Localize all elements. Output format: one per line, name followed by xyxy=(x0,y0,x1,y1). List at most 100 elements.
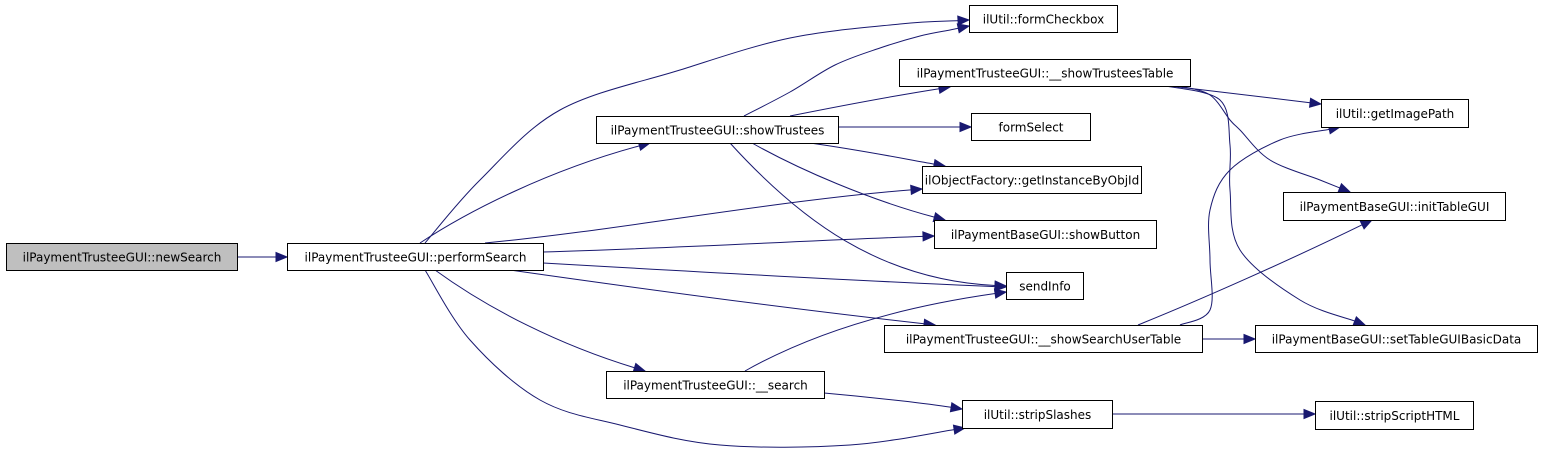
edge-line xyxy=(751,142,935,218)
edge-performSearch-to-getInstanceByObjId xyxy=(484,184,924,244)
edge-performSearch-to-search xyxy=(434,269,647,373)
node-box[interactable] xyxy=(1006,272,1084,300)
edge-showTrustees-to-showButton xyxy=(751,142,947,223)
arrowhead-icon xyxy=(275,251,289,263)
edge-newSearch-to-performSearch xyxy=(236,251,289,263)
edge-performSearch-to-formCheckbox xyxy=(424,15,971,244)
edge-stripSlashes-to-stripScriptHTML xyxy=(1111,408,1317,420)
node-label: ilPaymentTrusteeGUI::__showSearchUserTab… xyxy=(906,333,1181,347)
edge-showTrusteesTable-to-getImagePath xyxy=(1169,85,1323,108)
edge-performSearch-to-stripSlashes xyxy=(424,269,967,448)
arrowhead-icon xyxy=(993,288,1008,299)
node-box[interactable] xyxy=(1283,192,1506,221)
arrowhead-icon xyxy=(1337,182,1352,193)
arrowhead-icon xyxy=(1303,408,1317,420)
edge-showTrustees-to-showTrusteesTable xyxy=(789,83,952,117)
node-box[interactable] xyxy=(934,220,1157,249)
edge-line xyxy=(1165,85,1355,322)
edge-showSearchUserTable-to-initTableGUI xyxy=(1137,219,1374,326)
edge-line xyxy=(419,145,640,244)
node-search[interactable]: ilPaymentTrusteeGUI::__search xyxy=(606,371,825,399)
edge-search-to-stripSlashes xyxy=(823,392,964,413)
node-box[interactable] xyxy=(606,371,825,399)
node-stripScriptHTML[interactable]: ilUtil::stripScriptHTML xyxy=(1315,401,1474,430)
edge-line xyxy=(1179,128,1330,326)
edge-line xyxy=(542,262,996,288)
arrowhead-icon xyxy=(1352,315,1367,326)
node-box[interactable] xyxy=(884,325,1203,353)
node-label: ilUtil::stripScriptHTML xyxy=(1330,409,1460,423)
arrowhead-icon xyxy=(1359,219,1374,230)
edge-line xyxy=(1137,224,1363,326)
node-formCheckbox[interactable]: ilUtil::formCheckbox xyxy=(969,5,1118,33)
node-newSearch[interactable]: ilPaymentTrusteeGUI::newSearch xyxy=(6,243,238,271)
arrowhead-icon xyxy=(959,121,973,133)
edge-line xyxy=(809,142,935,165)
node-sendInfo[interactable]: sendInfo xyxy=(1006,272,1084,300)
node-box[interactable] xyxy=(922,166,1142,194)
node-setTableGUIBasicData[interactable]: ilPaymentBaseGUI::setTableGUIBasicData xyxy=(1255,325,1538,353)
edge-line xyxy=(509,269,925,325)
edges-layer xyxy=(236,15,1374,448)
node-label: sendInfo xyxy=(1019,280,1071,294)
edge-showSearchUserTable-to-getImagePath xyxy=(1179,124,1342,326)
edge-showTrustees-to-getInstanceByObjId xyxy=(809,142,947,170)
edge-line xyxy=(823,392,952,408)
node-showTrusteesTable[interactable]: ilPaymentTrusteeGUI::__showTrusteesTable xyxy=(899,59,1191,87)
node-box[interactable] xyxy=(899,59,1191,87)
arrowhead-icon xyxy=(957,15,971,26)
node-performSearch[interactable]: ilPaymentTrusteeGUI::performSearch xyxy=(287,243,544,271)
edge-showTrustees-to-formCheckbox xyxy=(743,23,971,117)
node-box[interactable] xyxy=(971,113,1091,141)
edge-line xyxy=(424,20,959,244)
edge-line xyxy=(1169,85,1311,104)
node-formSelect[interactable]: formSelect xyxy=(971,113,1091,141)
node-box[interactable] xyxy=(1255,325,1538,353)
edge-line xyxy=(484,189,912,244)
edge-showTrustees-to-sendInfo xyxy=(729,142,1008,291)
node-showSearchUserTable[interactable]: ilPaymentTrusteeGUI::__showSearchUserTab… xyxy=(884,325,1203,353)
node-box[interactable] xyxy=(969,5,1118,33)
edge-showSearchUserTable-to-setTableGUIBasicData xyxy=(1202,333,1257,345)
edge-line xyxy=(424,269,955,448)
arrowhead-icon xyxy=(922,231,936,242)
arrowhead-icon xyxy=(1308,97,1323,108)
arrowhead-icon xyxy=(956,23,971,34)
node-label: ilPaymentBaseGUI::setTableGUIBasicData xyxy=(1272,333,1522,347)
node-showButton[interactable]: ilPaymentBaseGUI::showButton xyxy=(934,220,1157,249)
edge-line xyxy=(743,27,959,117)
edge-showTrustees-to-formSelect xyxy=(838,121,973,133)
node-getInstanceByObjId[interactable]: ilObjectFactory::getInstanceByObjId xyxy=(922,166,1142,194)
node-label: ilPaymentTrusteeGUI::__search xyxy=(623,379,808,393)
arrowhead-icon xyxy=(1243,333,1257,345)
node-box[interactable] xyxy=(287,243,544,271)
arrowhead-icon xyxy=(910,184,924,196)
node-box[interactable] xyxy=(1321,99,1469,128)
node-label: formSelect xyxy=(999,121,1064,135)
edge-line xyxy=(542,235,924,253)
arrowhead-icon xyxy=(949,402,964,413)
node-initTableGUI[interactable]: ilPaymentBaseGUI::initTableGUI xyxy=(1283,192,1506,221)
arrowhead-icon xyxy=(632,362,647,373)
edge-line xyxy=(789,88,940,117)
node-label: ilUtil::stripSlashes xyxy=(984,408,1092,422)
edge-line xyxy=(744,293,996,372)
node-showTrustees[interactable]: ilPaymentTrusteeGUI::showTrustees xyxy=(596,116,839,144)
node-label: ilPaymentTrusteeGUI::performSearch xyxy=(305,251,527,265)
edge-line xyxy=(729,142,996,286)
node-label: ilPaymentBaseGUI::initTableGUI xyxy=(1300,200,1490,214)
node-label: ilPaymentTrusteeGUI::showTrustees xyxy=(611,124,825,138)
node-box[interactable] xyxy=(596,116,839,144)
node-stripSlashes[interactable]: ilUtil::stripSlashes xyxy=(962,400,1113,429)
node-box[interactable] xyxy=(962,400,1113,429)
node-label: ilPaymentTrusteeGUI::__showTrusteesTable xyxy=(917,67,1174,81)
node-label: ilPaymentTrusteeGUI::newSearch xyxy=(23,251,222,265)
node-label: ilUtil::getImagePath xyxy=(1336,107,1455,121)
root-node-box[interactable] xyxy=(6,243,238,271)
edge-line xyxy=(434,269,635,369)
node-box[interactable] xyxy=(1315,401,1474,430)
node-label: ilObjectFactory::getInstanceByObjId xyxy=(925,174,1139,188)
edge-performSearch-to-showTrustees xyxy=(419,140,652,244)
node-getImagePath[interactable]: ilUtil::getImagePath xyxy=(1321,99,1469,128)
